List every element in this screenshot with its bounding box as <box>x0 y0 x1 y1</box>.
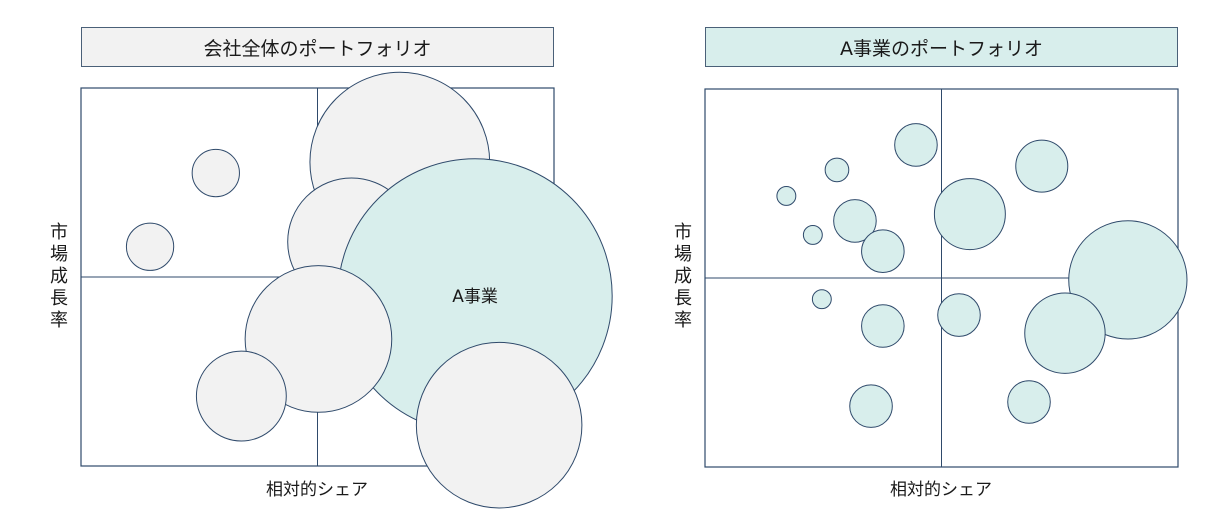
right-y-axis-label: 市場成長率 <box>674 222 692 331</box>
left-y-axis-label: 市場成長率 <box>50 222 68 331</box>
left-bubble-label: A事業 <box>452 287 498 307</box>
right-bubble-15 <box>1007 380 1051 424</box>
right-panel-title: A事業のポートフォリオ <box>705 27 1178 67</box>
right-x-axis-label: 相対的シェア <box>890 480 992 500</box>
right-bubble-7 <box>933 178 1006 251</box>
left-bubble-8 <box>415 341 583 509</box>
left-panel-title: 会社全体のポートフォリオ <box>81 27 554 67</box>
left-bubble-2 <box>125 222 175 271</box>
right-bubble-14 <box>849 384 893 428</box>
right-bubble-4 <box>833 199 877 243</box>
left-portfolio-chart: A事業 <box>80 71 613 509</box>
left-bubble-7 <box>195 350 287 442</box>
right-bubble-3 <box>776 186 797 206</box>
right-bubble-6 <box>861 229 905 273</box>
right-bubble-1 <box>894 123 938 167</box>
right-bubble-9 <box>1068 220 1188 340</box>
right-bubble-13 <box>1024 292 1106 374</box>
right-bubble-11 <box>861 304 905 348</box>
right-bubble-12 <box>937 293 981 337</box>
left-bubble-1 <box>191 148 240 198</box>
right-bubble-5 <box>802 224 823 245</box>
right-bubble-8 <box>1015 139 1069 193</box>
right-bubble-2 <box>824 157 850 183</box>
right-portfolio-chart <box>704 88 1188 468</box>
left-x-axis-label: 相対的シェア <box>266 480 368 500</box>
right-bubble-10 <box>811 289 832 310</box>
